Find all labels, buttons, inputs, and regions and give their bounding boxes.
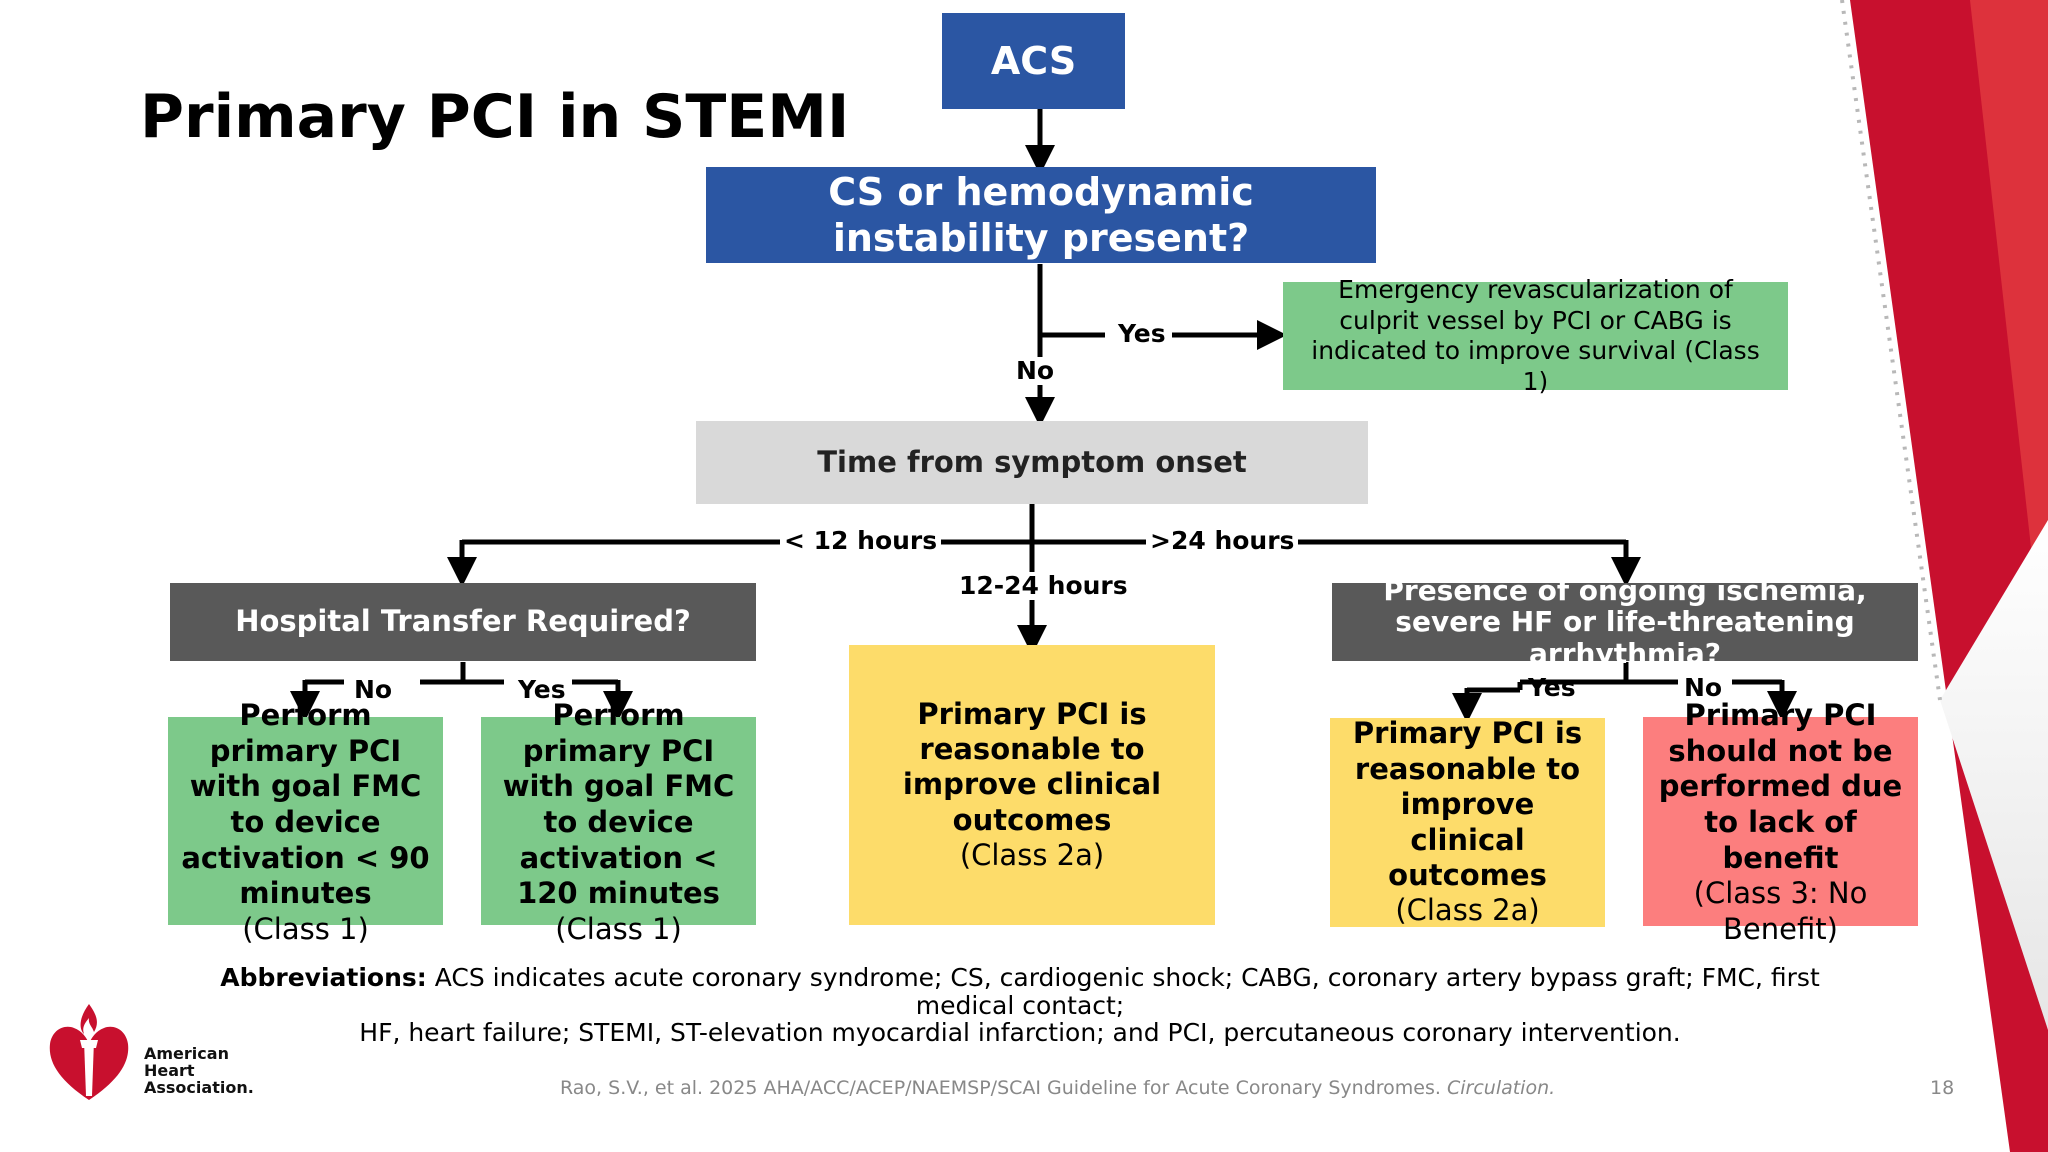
- transfer-yes-label: Yes: [518, 675, 566, 704]
- time-onset-label: Time from symptom onset: [817, 444, 1247, 479]
- cs-no-label: No: [1012, 357, 1059, 385]
- right-not-performed-class: (Class 3: No Benefit): [1693, 876, 1868, 946]
- pci-90-class: (Class 1): [242, 911, 369, 946]
- pci-120-main: Perform primary PCI with goal FMC to dev…: [502, 698, 735, 911]
- cs-question-box: CS or hemodynamic instability present?: [706, 167, 1376, 263]
- transfer-no-label: No: [354, 675, 393, 704]
- ischemia-question-label: Presence of ongoing ischemia, severe HF …: [1383, 573, 1867, 670]
- citation-journal: Circulation.: [1446, 1077, 1556, 1099]
- abbreviations-heading: Abbreviations:: [220, 963, 427, 992]
- emergency-revascularization-box: Emergency revascularization of culprit v…: [1283, 275, 1788, 396]
- abbreviations-line2: HF, heart failure; STEMI, ST-elevation m…: [359, 1018, 1681, 1047]
- right-not-performed-box: [1643, 717, 1918, 926]
- mid-reasonable-main: Primary PCI is reasonable to improve cli…: [902, 696, 1162, 837]
- pci-90-text: Perform primary PCI with goal FMC to dev…: [168, 698, 443, 948]
- ischemia-question-box: Presence of ongoing ischemia, severe HF …: [1332, 575, 1918, 669]
- right-not-performed-main: Primary PCI should not be performed due …: [1658, 698, 1903, 875]
- aha-heart-torch-icon: [49, 1004, 129, 1100]
- pci-120-class: (Class 1): [555, 911, 682, 946]
- page-title: Primary PCI in STEMI: [140, 82, 850, 152]
- ischemia-yes-label: Yes: [1528, 673, 1576, 702]
- time-onset-box: Time from symptom onset: [696, 421, 1368, 504]
- aha-logo-line1: American: [144, 1044, 229, 1063]
- hospital-transfer-box: Hospital Transfer Required?: [170, 583, 756, 661]
- hospital-transfer-label: Hospital Transfer Required?: [235, 604, 691, 639]
- emergency-revascularization-text: Emergency revascularization of culprit v…: [1311, 275, 1760, 396]
- mid-reasonable-class: (Class 2a): [959, 838, 1105, 873]
- abbreviations-line1: Abbreviations: ACS indicates acute coron…: [170, 964, 1870, 1019]
- ischemia-no-label: No: [1684, 673, 1723, 702]
- aha-logo-line2: Heart: [144, 1060, 195, 1080]
- right-reasonable-main: Primary PCI is reasonable to improve cli…: [1352, 716, 1583, 892]
- mid-reasonable-box: Primary PCI is reasonable to improve cli…: [849, 645, 1215, 925]
- right-reasonable-class: (Class 2a): [1395, 893, 1540, 928]
- right-not-performed-text: Primary PCI should not be performed due …: [1643, 698, 1918, 948]
- aha-logo-line3: Association.: [144, 1077, 254, 1097]
- decorative-corner-shapes: [1840, 0, 2048, 1152]
- acs-label: ACS: [990, 38, 1077, 83]
- h12-24-label: 12-24 hours: [955, 572, 1132, 600]
- aha-logo: American Heart Association.: [44, 1000, 264, 1110]
- pci-90-main: Perform primary PCI with goal FMC to dev…: [181, 698, 430, 911]
- aha-logo-text: American Heart Association.: [144, 1044, 254, 1097]
- citation-text: Rao, S.V., et al. 2025 AHA/ACC/ACEP/NAEM…: [560, 1077, 1441, 1099]
- gt24-hours-label: >24 hours: [1146, 527, 1299, 555]
- page-number: 18: [1930, 1077, 1955, 1099]
- abbreviations-line1-text: ACS indicates acute coronary syndrome; C…: [434, 963, 1820, 1020]
- lt12-hours-label: < 12 hours: [780, 527, 942, 555]
- abbreviations-text: Abbreviations: ACS indicates acute coron…: [170, 964, 1870, 1047]
- pci-90-box: [168, 717, 443, 925]
- acs-box: ACS: [942, 13, 1125, 109]
- pci-120-box: [481, 717, 756, 925]
- right-reasonable-box: Primary PCI is reasonable to improve cli…: [1330, 716, 1605, 928]
- cs-question-label: CS or hemodynamic instability present?: [828, 169, 1254, 260]
- cs-yes-label: Yes: [1114, 320, 1170, 348]
- pci-120-text: Perform primary PCI with goal FMC to dev…: [481, 698, 756, 948]
- citation: Rao, S.V., et al. 2025 AHA/ACC/ACEP/NAEM…: [560, 1077, 1555, 1099]
